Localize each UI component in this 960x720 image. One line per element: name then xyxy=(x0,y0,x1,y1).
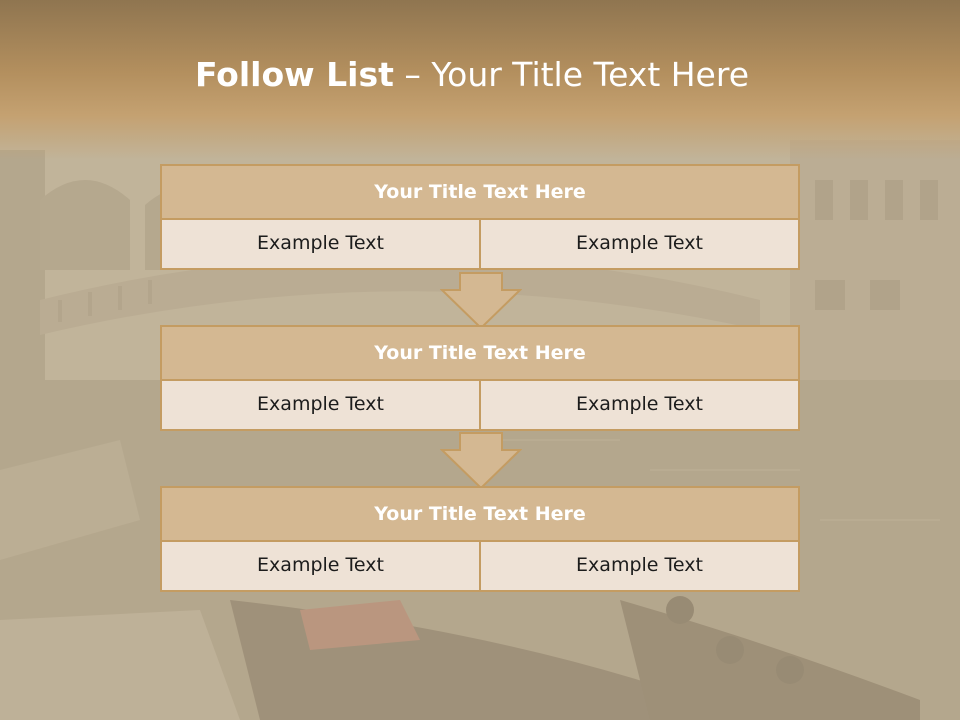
step-cell-right: Example Text xyxy=(479,542,800,592)
step-title: Your Title Text Here xyxy=(160,325,800,381)
step-cell-left: Example Text xyxy=(160,220,479,270)
step-row: Example Text Example Text xyxy=(160,542,800,592)
step-title: Your Title Text Here xyxy=(160,164,800,220)
step-box-1: Your Title Text Here Example Text Exampl… xyxy=(160,164,800,270)
step-cell-left: Example Text xyxy=(160,381,479,431)
step-cell-right: Example Text xyxy=(479,381,800,431)
step-title: Your Title Text Here xyxy=(160,486,800,542)
step-cell-left: Example Text xyxy=(160,542,479,592)
down-arrow-icon xyxy=(440,272,522,330)
step-box-2: Your Title Text Here Example Text Exampl… xyxy=(160,325,800,431)
title-band xyxy=(0,0,960,160)
step-row: Example Text Example Text xyxy=(160,220,800,270)
step-row: Example Text Example Text xyxy=(160,381,800,431)
slide-title-rest: – Your Title Text Here xyxy=(404,55,750,94)
down-arrow-icon xyxy=(440,432,522,490)
step-box-3: Your Title Text Here Example Text Exampl… xyxy=(160,486,800,592)
slide-title-bold: Follow List xyxy=(194,55,394,94)
slide-title: Follow List – Your Title Text Here xyxy=(0,52,944,98)
step-cell-right: Example Text xyxy=(479,220,800,270)
